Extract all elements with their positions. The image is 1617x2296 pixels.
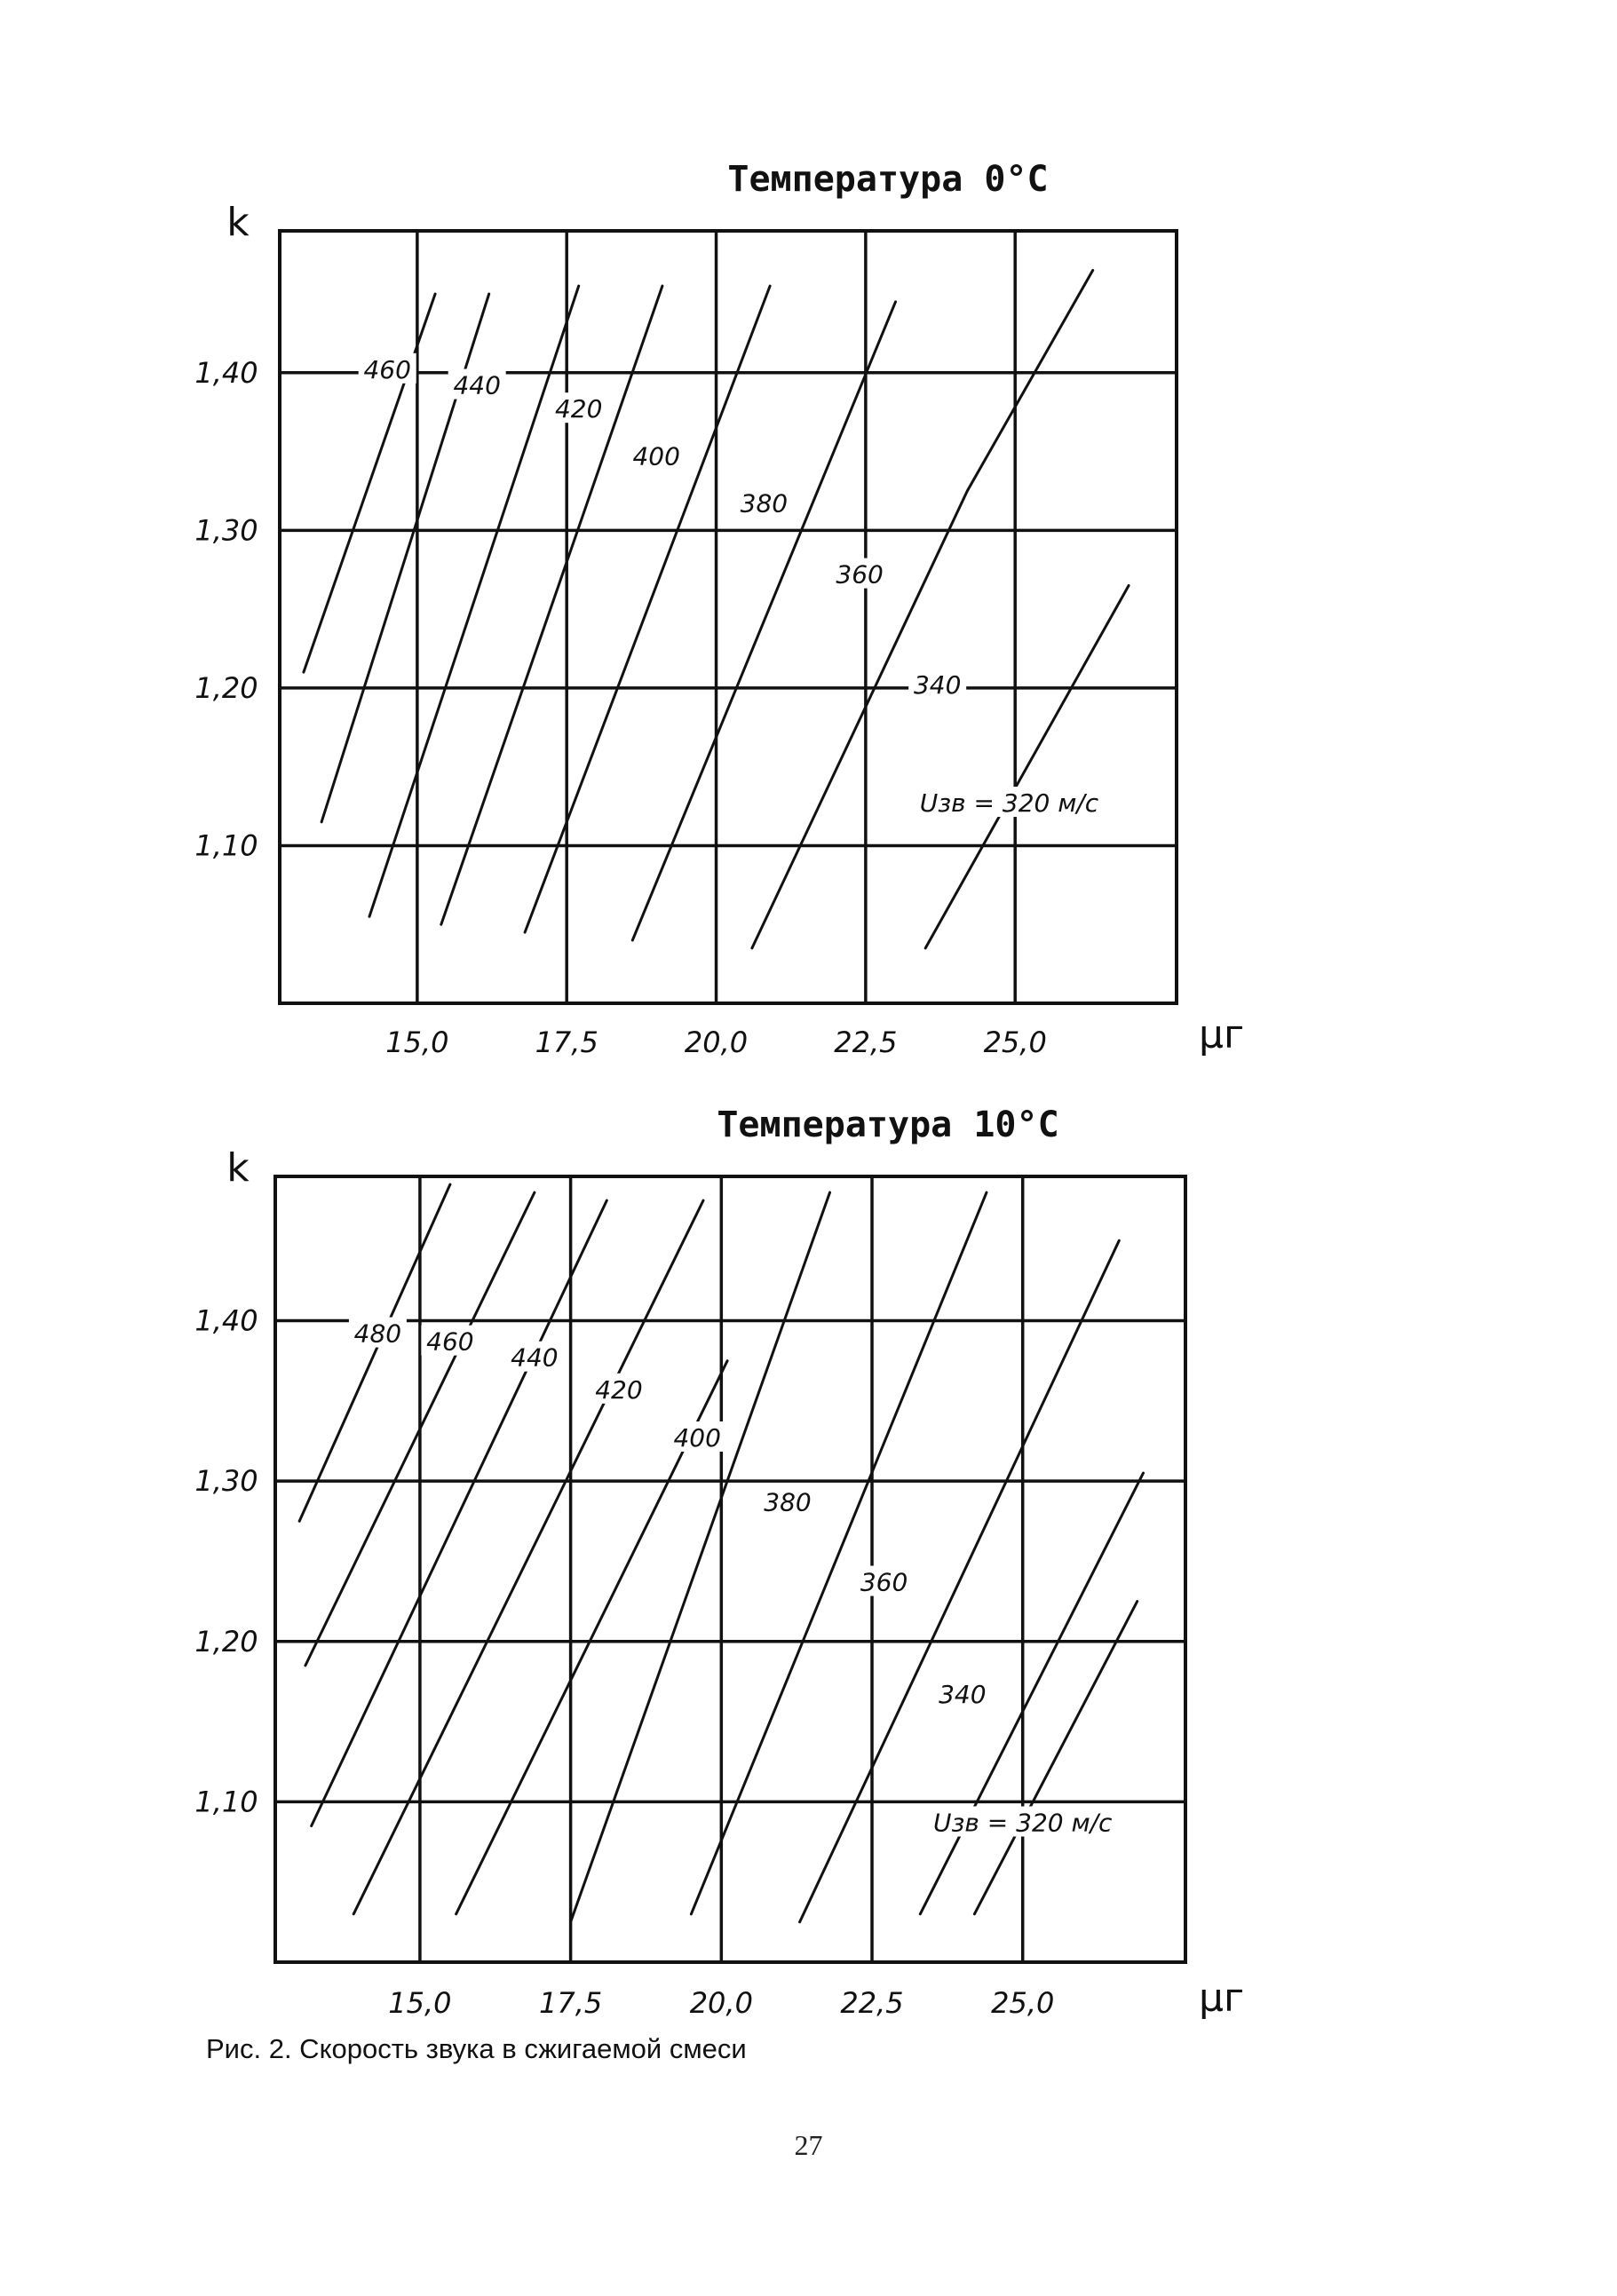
label-background [734,487,793,518]
y-tick-label: 1,40 [194,356,258,390]
isoline-480 [297,1183,452,1523]
y-tick-label: 1,20 [194,671,258,705]
isoline-label-460: 460 [426,1327,473,1357]
label-background [421,1325,480,1356]
label-background [448,368,506,400]
isoline-420 [352,1199,705,1916]
isoline-label-400: 400 [632,441,679,471]
y-tick-label: 1,10 [194,828,258,862]
plot-frame [273,1175,1187,1964]
isoline-label-440: 440 [453,371,500,400]
isoline-360 [630,300,897,942]
x-tick-label: 15,0 [388,1986,451,2020]
isoline-340 [798,1239,1121,1924]
isoline-460 [302,292,437,674]
label-background [627,439,686,471]
isoline-420 [368,284,581,918]
label-background [505,1341,564,1372]
isoline-label-380: 380 [741,489,788,519]
y-tick-label: 1,10 [194,1785,258,1818]
isoline-label-320: Uзв = 320 м/с [933,1808,1113,1837]
chart-title: Температура 10°С [717,1104,1058,1145]
x-tick-label: 20,0 [690,1986,753,2020]
x-tick-label: 15,0 [385,1025,448,1059]
isoline-460 [304,1191,536,1667]
y-tick-label: 1,30 [194,1464,258,1498]
isoline-label-320: Uзв = 320 м/с [920,788,1099,818]
y-tick-label: 1,20 [194,1625,258,1659]
isoline-330 [918,1471,1145,1916]
chart-temperature-0: Температура 0°С k μг 15,0 17,5 20,0 22,5 25,0 1,… [194,159,1244,1059]
label-background [348,1317,407,1348]
x-tick-label: 25,0 [984,1025,1047,1059]
isoline-label-440: 440 [511,1343,558,1373]
label-background [550,392,608,424]
x-tick-label: 17,5 [539,1986,602,2020]
x-tick-label: 22,5 [834,1025,897,1059]
isoline-400 [455,1359,729,1916]
label-background [855,1565,914,1596]
x-tick-label: 20,0 [685,1025,748,1059]
x-tick-label: 17,5 [535,1025,598,1059]
y-axis-label: k [226,1145,250,1191]
isoline-label-420: 420 [555,394,602,424]
label-background [358,352,416,384]
label-background [933,1677,992,1708]
y-tick-label: 1,40 [194,1304,258,1338]
label-background [758,1485,817,1516]
isoline-440 [310,1199,608,1827]
y-tick-label: 1,30 [194,513,258,547]
label-background [908,668,967,699]
label-background [590,1373,648,1404]
label-background [904,787,1114,818]
label-background [668,1421,726,1453]
isoline-label-340: 340 [914,670,961,700]
isoline-340 [750,268,1095,950]
label-background [830,558,889,589]
isoline-label-340: 340 [939,1680,986,1709]
isoline-320 [923,584,1130,950]
isoline-360 [689,1191,988,1916]
isoline-label-380: 380 [764,1487,811,1516]
plot-frame [278,229,1178,1005]
page-number: 27 [794,2129,823,2161]
x-axis-label: μг [1199,1012,1244,1057]
isoline-label-460: 460 [363,355,410,384]
isoline-label-400: 400 [673,1423,720,1453]
isoline-label-480: 480 [354,1319,401,1349]
isoline-label-360: 360 [836,560,883,590]
chart-title: Температура 0°С [727,159,1048,200]
x-tick-label: 22,5 [840,1986,903,2020]
isoline-320 [972,1600,1139,1916]
y-axis-label: k [226,200,250,245]
label-background [918,1806,1128,1837]
isoline-label-360: 360 [860,1568,908,1597]
x-tick-label: 25,0 [991,1986,1054,2020]
chart-temperature-10: Температура 10°С k μг 15,0 17,5 20,0 22,5 25,0 1… [194,1104,1244,2021]
figure-caption: Рис. 2. Скорость звука в сжигаемой смеси [206,2033,747,2064]
isoline-label-420: 420 [595,1375,642,1405]
isoline-400 [440,284,664,926]
isoline-380 [569,1191,831,1924]
isoline-380 [523,284,772,934]
x-axis-label: μг [1199,1975,1244,2021]
